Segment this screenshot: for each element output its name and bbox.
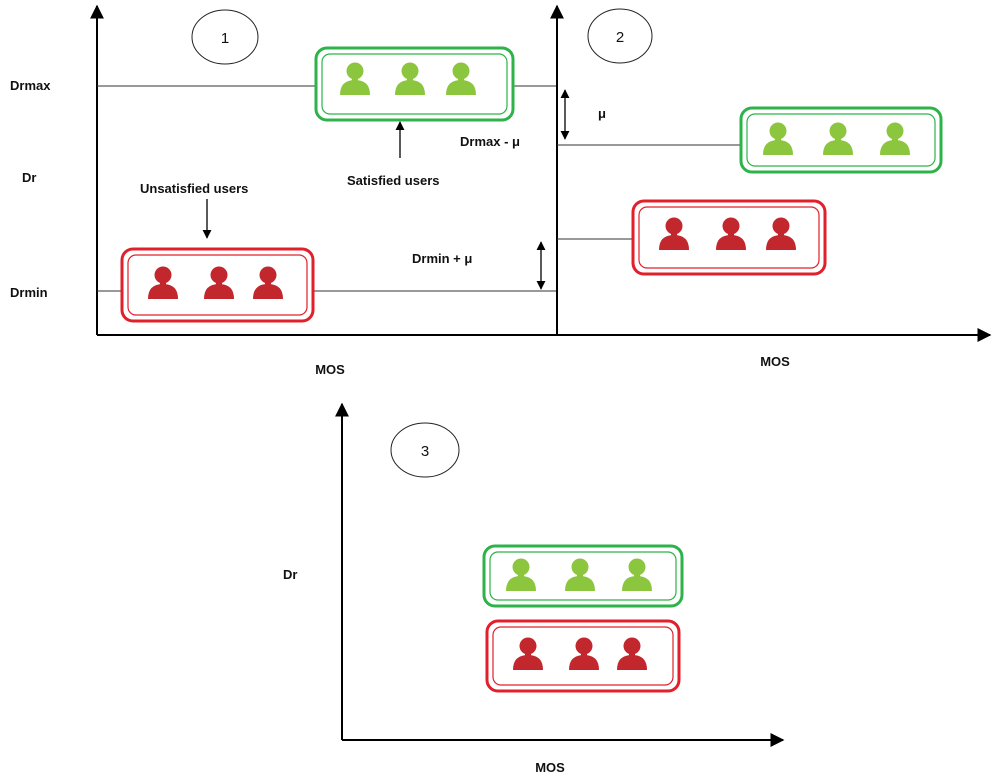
panel-3-number: 3 — [421, 443, 429, 460]
panel-3-satisfied-group — [482, 544, 684, 608]
panel-3-number-circle — [390, 422, 460, 478]
panel-1-unsatisfied-group — [120, 247, 315, 323]
panel-1-satisfied-group — [314, 46, 515, 122]
panel-2-x-label: MOS — [760, 354, 790, 369]
panel-1-drmax-label: Drmax — [10, 78, 51, 93]
panel-2-unsatisfied-group — [631, 199, 827, 276]
panel-1-drmin-label: Drmin — [10, 285, 48, 300]
panel-1-x-label: MOS — [315, 362, 345, 377]
panel-2-satisfied-group — [739, 106, 943, 174]
panel-3-x-label: MOS — [535, 760, 565, 775]
panel-1-number: 1 — [221, 30, 229, 47]
panel-2-number: 2 — [616, 29, 624, 46]
mu-label: μ — [598, 106, 606, 121]
drmax-minus-mu-label: Drmax - μ — [460, 134, 520, 149]
panel-1-dr-label: Dr — [22, 170, 36, 185]
panel-1: 1 Drmax Dr Drmin Unsatisfied users — [10, 4, 557, 377]
drmin-plus-mu-label: Drmin + μ — [412, 251, 472, 266]
panel-1-number-circle — [191, 9, 259, 65]
panel-1-unsatisfied-label: Unsatisfied users — [140, 181, 248, 196]
panel-2-number-circle — [587, 8, 653, 64]
panel-2: 2 μ Drmax - μ Drmin + μ MOS — [412, 4, 992, 369]
panel-3-y-label: Dr — [283, 567, 297, 582]
panel-3: 3 Dr MOS — [283, 402, 785, 775]
panel-3-unsatisfied-group — [485, 619, 681, 693]
panel-1-satisfied-label: Satisfied users — [347, 173, 440, 188]
